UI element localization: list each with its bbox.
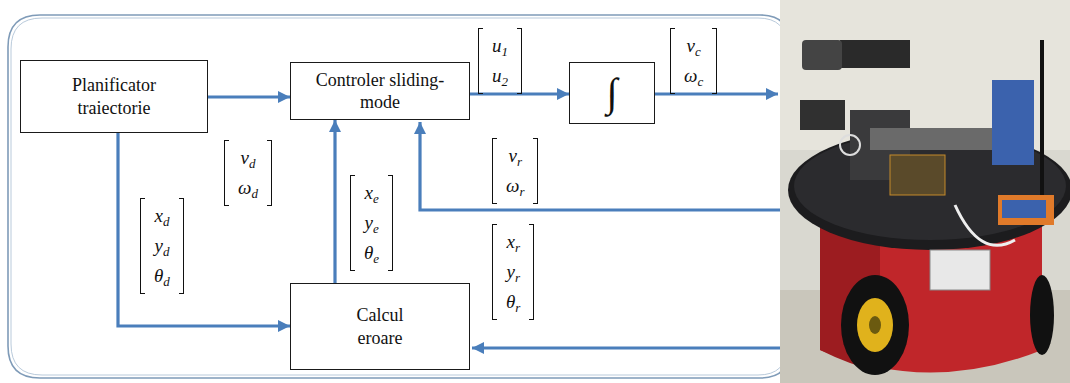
radio-module [992, 80, 1034, 165]
signal-name: θd [154, 261, 170, 291]
box-text: Controler sliding-mode [315, 69, 445, 114]
signal-arrow [470, 92, 569, 95]
vector-bracket [533, 138, 538, 204]
signal-name: yr [506, 257, 520, 287]
electronics-board [890, 155, 945, 195]
signal-name: yd [154, 231, 170, 261]
vector-bracket [478, 28, 483, 94]
robot-photo [780, 0, 1070, 383]
signal-vector: vrωr [492, 138, 538, 204]
signal-vector: xdydθd [140, 198, 184, 294]
box-text: Planificator traiectorie [54, 74, 174, 119]
vector-bracket [492, 224, 497, 320]
signal-arrow [118, 133, 290, 326]
signal-name: θr [506, 287, 520, 317]
vector-bracket [140, 198, 145, 294]
camera-lens [802, 40, 842, 70]
vector-bracket [388, 175, 393, 271]
signal-vector: u1u2 [478, 28, 522, 94]
signal-name: vr [506, 141, 524, 171]
vector-bracket [350, 175, 355, 271]
robot-wheel-far [1030, 275, 1054, 355]
robot-wheel [841, 275, 909, 375]
signal-name: ye [364, 208, 379, 238]
power-module-label [1002, 200, 1046, 218]
cable [955, 205, 1015, 245]
box-text: ∫ [607, 68, 618, 118]
signal-name: u1 [492, 31, 508, 61]
velocity-feedback-wire [420, 122, 790, 210]
robot-label-plate [930, 250, 990, 290]
signal-name: xd [154, 201, 170, 231]
signal-name: vd [238, 143, 258, 173]
process-box: Controler sliding-mode [290, 62, 470, 120]
arm-marker [840, 135, 860, 155]
pose-feedback-wire [472, 346, 790, 349]
signal-arrow [208, 95, 290, 98]
vector-bracket [179, 198, 184, 294]
signal-name: xe [364, 178, 379, 208]
signal-name: u2 [492, 61, 508, 91]
wheel-axle [869, 316, 881, 334]
vector-bracket [492, 138, 497, 204]
camera-body [840, 40, 910, 68]
system-boundary [8, 15, 790, 378]
vector-bracket [224, 140, 229, 206]
antenna [1040, 40, 1044, 195]
vector-bracket [267, 140, 272, 206]
signal-vector: vdωd [224, 140, 272, 206]
integrator-block: ∫ [569, 62, 655, 124]
signal-arrow [333, 120, 336, 283]
signal-vector: vcωc [670, 28, 717, 94]
signal-name: ωd [238, 173, 258, 203]
signal-name: vc [684, 31, 703, 61]
signal-name: xr [506, 227, 520, 257]
process-box: Planificator traiectorie [20, 60, 208, 133]
power-module [998, 195, 1054, 225]
wheel-hub [857, 298, 893, 352]
signal-vector: xeyeθe [350, 175, 393, 271]
process-box: Calcul eroare [290, 283, 470, 370]
signal-vector: xryrθr [492, 224, 534, 320]
vector-bracket [670, 28, 675, 94]
box-text: Calcul eroare [340, 304, 420, 349]
signal-name: θe [364, 238, 379, 268]
signal-name: ωr [506, 171, 524, 201]
signal-name: ωc [684, 61, 703, 91]
arm-joint [800, 100, 845, 130]
system-boundary-inner [11, 18, 787, 375]
vector-bracket [712, 28, 717, 94]
photo-background [780, 0, 1070, 383]
vector-bracket [529, 224, 534, 320]
vector-bracket [517, 28, 522, 94]
